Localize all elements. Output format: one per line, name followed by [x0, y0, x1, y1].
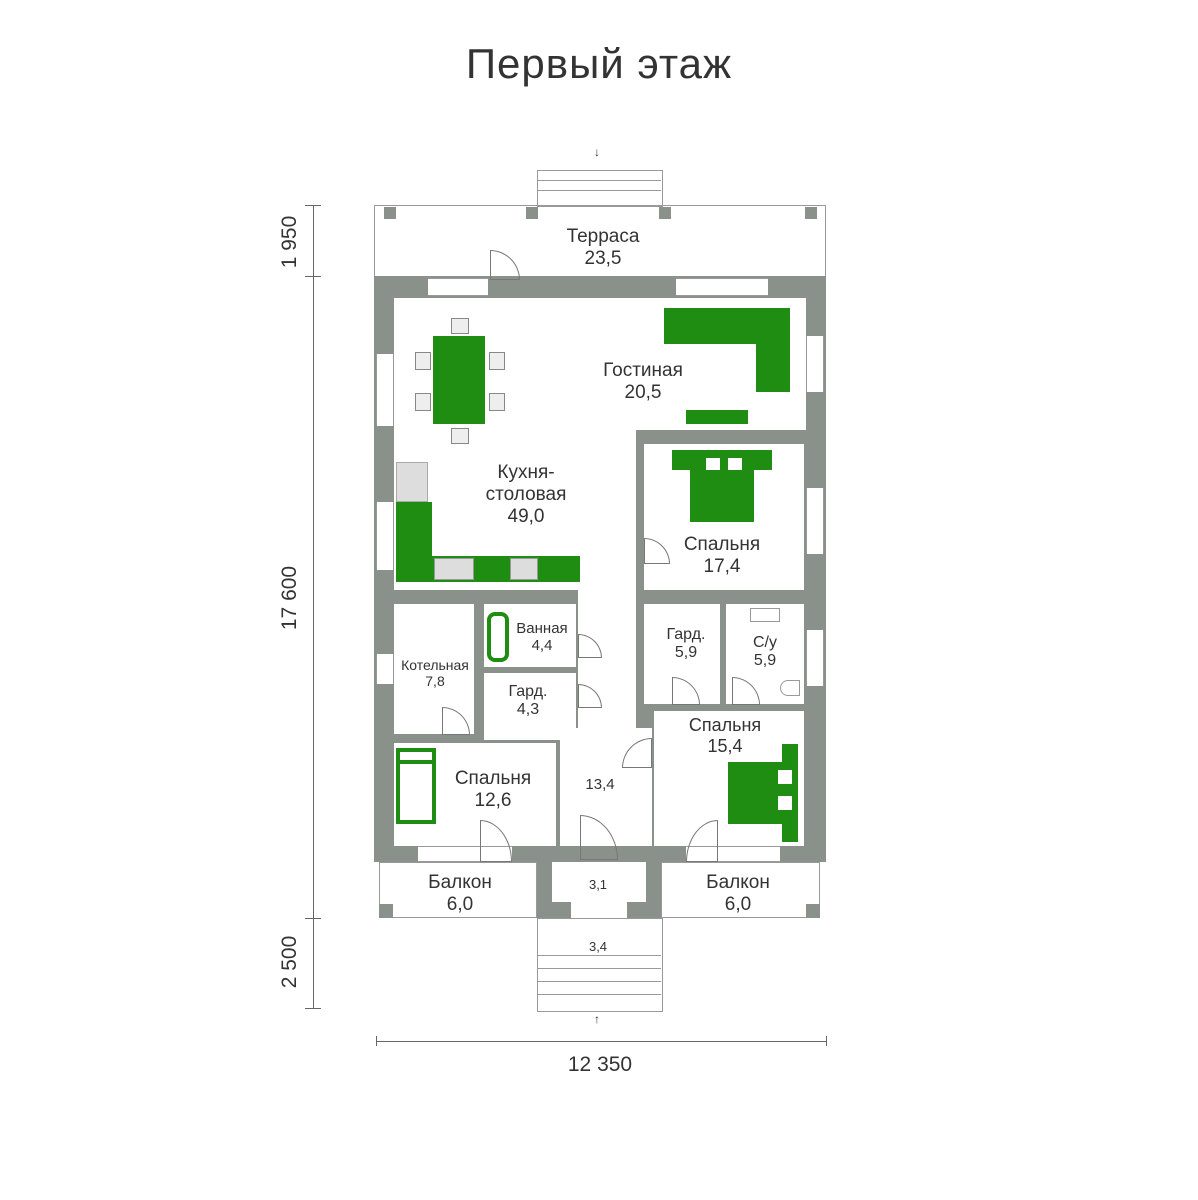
- dim-width: 12 350: [567, 1053, 633, 1076]
- dining-table: [433, 336, 485, 424]
- entrance-steps-top: [537, 170, 663, 207]
- bathtub: [487, 612, 509, 662]
- hall-label: 13,4: [585, 776, 615, 793]
- balcony-right: [661, 862, 820, 918]
- window: [376, 654, 394, 684]
- window: [676, 278, 768, 296]
- arrow-down-icon: ↓: [594, 145, 600, 159]
- window: [806, 630, 824, 686]
- plan-title: Первый этаж: [465, 40, 733, 87]
- vestibule-label: 3,1: [588, 877, 608, 892]
- porch-label: 3,4: [588, 939, 608, 954]
- window: [806, 488, 824, 554]
- single-bed: [396, 748, 436, 824]
- window: [376, 354, 394, 426]
- stove: [510, 558, 538, 580]
- balcony-left: [379, 862, 537, 918]
- washbasin: [750, 608, 780, 622]
- vestibule: [552, 862, 646, 902]
- dim-terrace: 1 950: [278, 215, 301, 269]
- window: [806, 336, 824, 392]
- sink: [434, 558, 474, 580]
- wardrobe2-label: Гард.5,9: [666, 626, 706, 662]
- boiler-room: [394, 604, 474, 734]
- wardrobe-4: [484, 673, 576, 740]
- tv-stand: [686, 410, 748, 424]
- fridge: [396, 462, 428, 502]
- entrance-steps-bottom: [537, 918, 663, 1012]
- window: [376, 502, 394, 570]
- window: [428, 278, 488, 296]
- vertical-dimension-line: [313, 205, 314, 1008]
- double-bed: [690, 450, 754, 522]
- arrow-up-icon: ↑: [594, 1012, 600, 1026]
- wardrobe1-label: Гард.4,3: [508, 683, 548, 719]
- dim-porch: 2 500: [278, 935, 301, 989]
- dim-height: 17 600: [278, 565, 301, 631]
- corridor: [578, 590, 636, 730]
- toilet: [780, 680, 800, 696]
- horizontal-dimension-line: [376, 1041, 826, 1042]
